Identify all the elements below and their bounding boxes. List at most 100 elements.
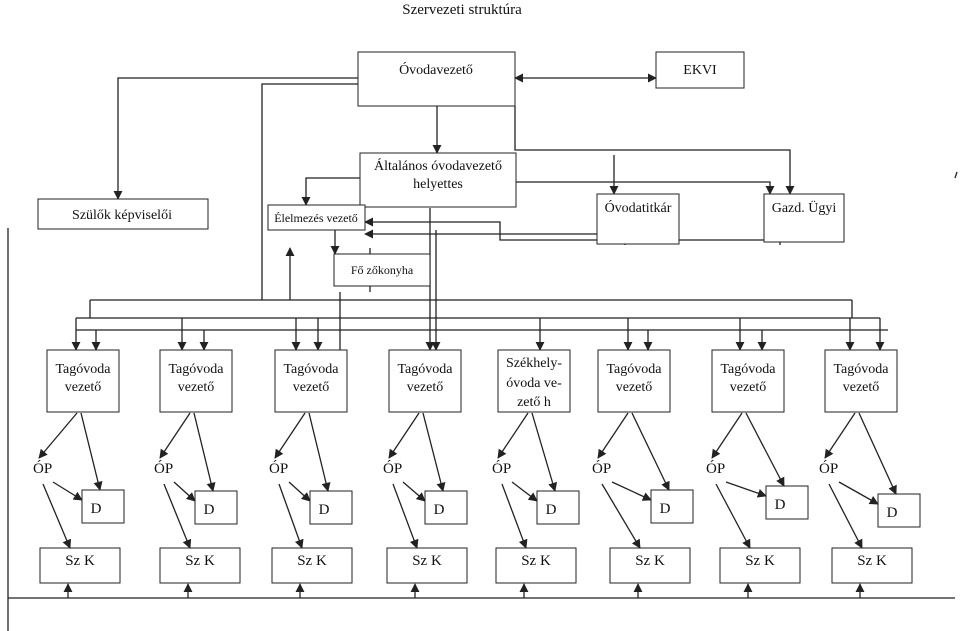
szk-label: Sz K <box>185 553 215 569</box>
op-to-szk-line <box>501 483 528 549</box>
d-label: D <box>775 497 786 513</box>
unit-to-op-line <box>159 412 191 459</box>
d-box <box>877 493 921 528</box>
op-label: ÓP <box>33 460 52 477</box>
gazd-box <box>763 193 845 243</box>
unit-box <box>388 349 462 413</box>
szk-label: Sz K <box>745 553 775 569</box>
unit-label-1: Tagóvoda <box>833 362 889 377</box>
d-label: D <box>546 502 557 518</box>
op-label: ÓP <box>154 460 173 477</box>
szk-box <box>831 547 913 584</box>
unit-box <box>597 349 671 413</box>
szk-box <box>39 547 121 584</box>
unit-label-2: vezető <box>616 380 653 395</box>
top-boxes: Óvodavezető EKVI Általános óvodavezető h… <box>37 51 845 287</box>
szk-box <box>495 547 577 584</box>
op-label: ÓP <box>383 460 402 477</box>
unit-label-1: Tagóvoda <box>168 362 224 377</box>
szk-box <box>609 547 691 584</box>
unit-label-2: vezető <box>178 380 215 395</box>
distribution-buses <box>71 292 888 351</box>
unit-to-d-line <box>193 412 216 492</box>
d-label: D <box>319 502 330 518</box>
op-to-szk-line <box>392 483 419 549</box>
szk-label: Sz K <box>412 553 442 569</box>
fozokonyha-box <box>333 253 431 287</box>
szk-box <box>386 547 468 584</box>
unit-to-d-line <box>858 412 897 495</box>
op-label: ÓP <box>592 460 611 477</box>
unit-box <box>46 349 120 413</box>
ovodavezeto-label: Óvodavezető <box>399 61 473 78</box>
ovodavezeto-box <box>357 51 516 107</box>
unit-label-1: Tagóvoda <box>283 362 339 377</box>
gazd-label: Gazd. Ügyi <box>772 199 837 216</box>
unit-box <box>274 349 348 413</box>
unit-to-d-line <box>80 412 103 491</box>
diagram-title: Szervezeti struktúra <box>402 2 522 18</box>
unit-to-d-line <box>308 412 331 492</box>
unit-to-op-line <box>38 412 78 459</box>
op-to-d-line <box>838 481 879 505</box>
op-to-szk-line <box>828 483 863 549</box>
d-box <box>536 490 580 525</box>
top-connectors <box>113 73 795 351</box>
d-box <box>309 490 353 525</box>
unit-to-d-line <box>422 412 446 492</box>
op-label: ÓP <box>269 460 288 477</box>
op-to-d-line <box>173 481 196 502</box>
unit-to-d-line <box>745 412 785 487</box>
unit-label-2: vezető <box>407 380 444 395</box>
unit-label-1: Tagóvoda <box>397 362 453 377</box>
op-to-d-line <box>52 481 83 501</box>
altalanos-box <box>359 152 517 208</box>
d-box <box>424 490 468 525</box>
d-label: D <box>204 502 215 518</box>
szk-label: Sz K <box>857 553 887 569</box>
d-box <box>650 489 694 524</box>
op-to-d-line <box>725 481 767 498</box>
ovodatitkar-box <box>596 193 680 245</box>
unit-box <box>497 349 571 413</box>
unit-label-1: Tagóvoda <box>606 362 662 377</box>
szulok-box <box>37 198 209 230</box>
unit-box <box>159 349 233 413</box>
szk-label: Sz K <box>297 553 327 569</box>
unit-box <box>711 349 785 413</box>
op-to-d-line <box>511 481 538 502</box>
unit-to-d-line <box>531 412 558 492</box>
d-box <box>194 490 238 525</box>
ovodatitkar-label: Óvodatitkár <box>605 199 672 216</box>
op-to-szk-line <box>278 483 304 549</box>
ekvi-label: EKVI <box>683 63 717 78</box>
szulok-label: Szülők képviselői <box>72 208 172 223</box>
unit-label-1: Tagóvoda <box>55 362 111 377</box>
d-box <box>81 489 125 524</box>
op-to-szk-line <box>715 483 751 549</box>
unit-label-1: Székhely- <box>506 356 562 371</box>
unit-to-op-line <box>274 412 306 459</box>
szk-label: Sz K <box>521 553 551 569</box>
unit-to-op-line <box>597 412 629 459</box>
szk-label: Sz K <box>65 553 95 569</box>
unit-label-2: óvoda ve- <box>506 376 562 391</box>
d-label: D <box>434 502 445 518</box>
stray-mark <box>954 171 958 179</box>
unit-to-op-line <box>388 412 420 459</box>
elelmezes-box <box>267 204 366 231</box>
unit-to-op-line <box>711 412 743 459</box>
altalanos-label-1: Általános óvodavezető <box>374 157 502 174</box>
unit-to-op-line <box>824 412 856 459</box>
op-to-szk-line <box>42 483 72 549</box>
op-label: ÓP <box>492 460 511 477</box>
szk-box <box>159 547 241 584</box>
d-label: D <box>91 501 102 517</box>
unit-box <box>824 349 898 413</box>
unit-to-op-line <box>497 412 529 459</box>
fozokonyha-label: Fő zőkonyha <box>351 263 414 277</box>
elelmezes-label: Élelmezés vezető <box>274 211 358 225</box>
d-label: D <box>887 505 898 521</box>
d-box <box>765 485 809 520</box>
